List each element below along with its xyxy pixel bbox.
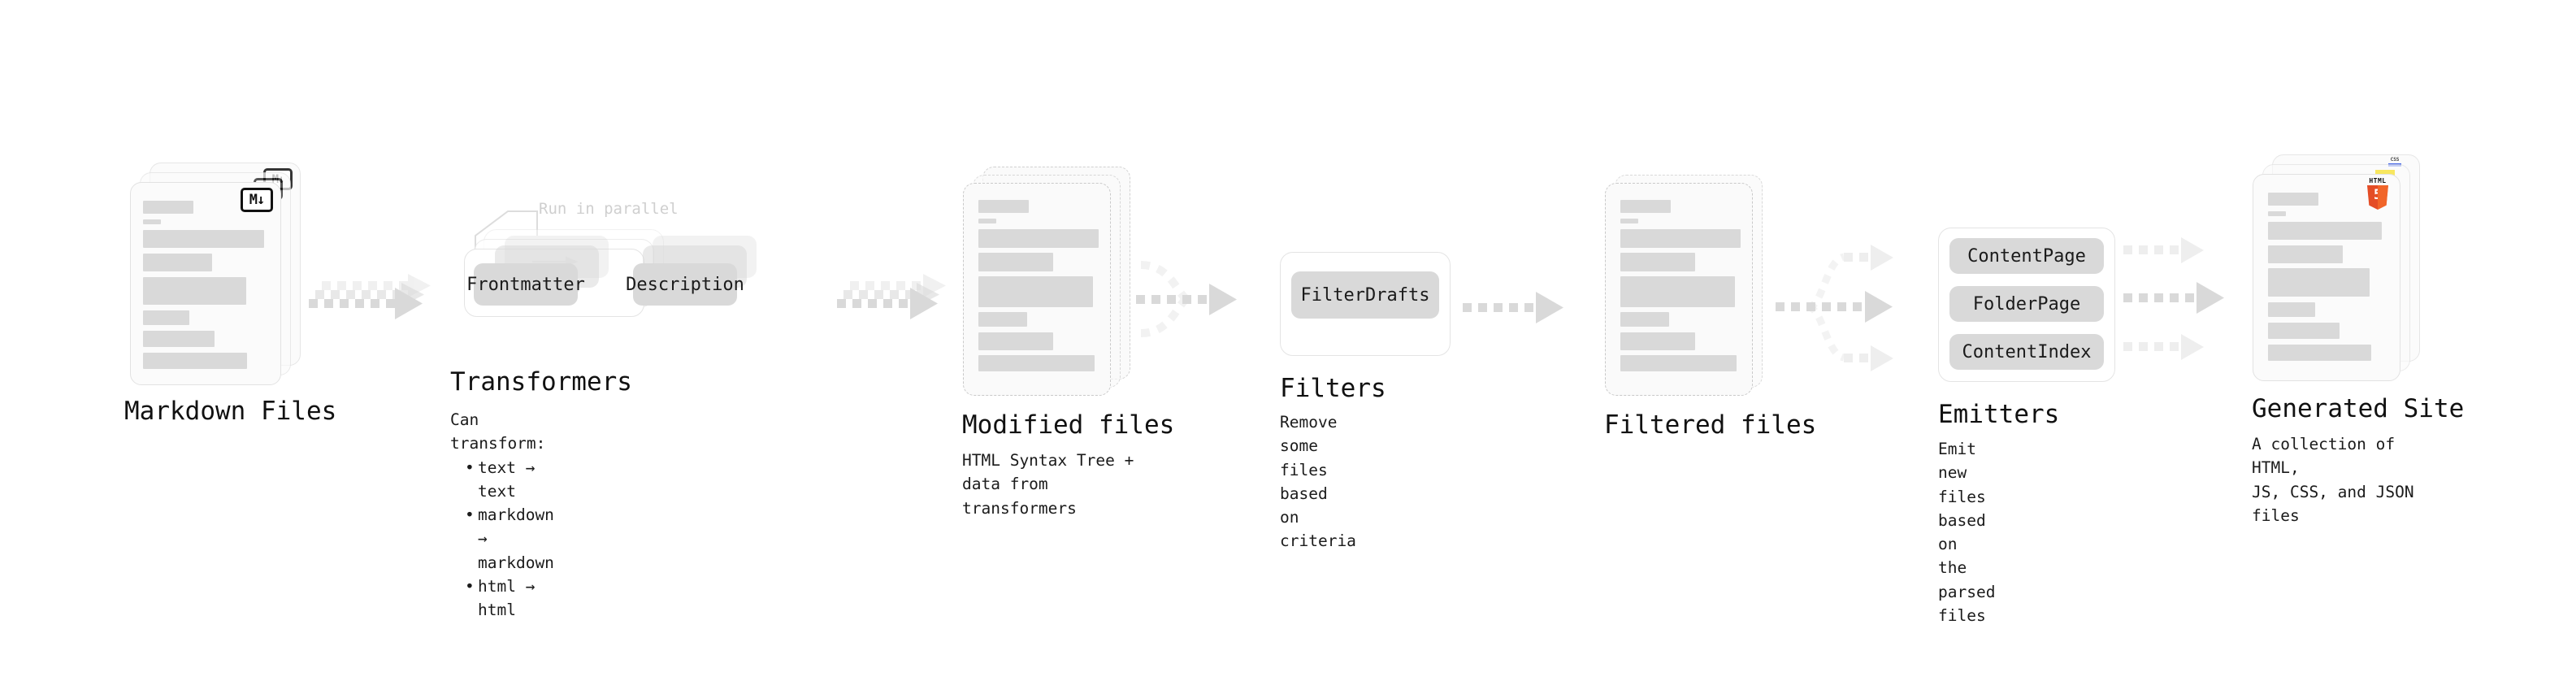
arrow-filters-to-filtered — [1463, 292, 1563, 323]
stage-subtitle-filters: Remove some files based on criteria — [1280, 413, 1356, 551]
stage-title-transformers: Transformers — [450, 367, 632, 397]
chip-filterdrafts[interactable]: FilterDrafts — [1291, 271, 1439, 319]
stage-subtitle-modified-files: HTML Syntax Tree + data from transformer… — [962, 451, 1134, 518]
stage-title-emitters: Emitters — [1938, 400, 2060, 429]
generated-card-content — [2253, 175, 2400, 380]
chip-description[interactable]: Description — [626, 263, 744, 306]
stage-markdown-files: M↓ M↓ M↓ Markdown Files — [124, 163, 336, 426]
stage-modified-files: Modified files HTML Syntax Tree + data f… — [962, 167, 1174, 518]
filtered-card-front[interactable] — [1605, 183, 1753, 396]
modified-file-stack — [963, 167, 1138, 402]
list-item: html → html — [465, 575, 554, 622]
list-item: markdown → markdown — [465, 503, 554, 575]
transformers-list-lead: Can transform: — [450, 410, 546, 453]
markdown-card-content — [131, 183, 280, 384]
stage-title-generated-site: Generated Site — [2252, 394, 2465, 423]
html5-badge-icon: HTML 5 — [2367, 178, 2388, 210]
generated-card-front-html[interactable]: HTML 5 — [2253, 174, 2400, 381]
css-badge-label: CSS — [2390, 157, 2400, 163]
arrow-filtered-to-emitters — [1776, 245, 1893, 371]
markdown-badge-icon: M↓ — [241, 188, 273, 212]
generated-file-stack: CSS HTML — [2253, 154, 2427, 390]
stage-title-filtered-files: Filtered files — [1604, 410, 1817, 440]
stage-subtitle-generated-site: A collection of HTML, JS, CSS, and JSON … — [2252, 435, 2414, 525]
modified-card-front[interactable] — [963, 183, 1111, 396]
list-item: text → text — [465, 456, 554, 504]
arrow-transformers-to-modified — [837, 274, 946, 319]
filtered-card-content — [1606, 184, 1752, 395]
transformers-capability-list: Can transform: text → text markdown → ma… — [450, 408, 554, 622]
stage-subtitle-emitters: Emit new files based on the parsed files — [1938, 440, 1996, 625]
filtered-file-stack — [1605, 167, 1780, 402]
transformers-list: text → text markdown → markdown html → h… — [450, 456, 554, 622]
stage-filtered-files: Filtered files — [1604, 167, 1816, 440]
chip-frontmatter[interactable]: Frontmatter — [466, 263, 585, 306]
stage-generated-site: CSS HTML — [2252, 154, 2464, 525]
arrow-markdown-to-transformers — [309, 274, 431, 319]
stage-title-filters: Filters — [1280, 374, 1386, 403]
stage-title-modified-files: Modified files — [962, 410, 1175, 440]
arrow-modified-to-filters — [1136, 261, 1237, 337]
stage-title-markdown-files: Markdown Files — [124, 397, 337, 426]
markdown-file-stack: M↓ M↓ M↓ — [130, 163, 301, 385]
html5-badge-number: 5 — [2373, 187, 2383, 203]
modified-card-content — [964, 184, 1110, 395]
chip-contentindex[interactable]: ContentIndex — [1949, 334, 2104, 370]
chip-folderpage[interactable]: FolderPage — [1949, 286, 2104, 322]
markdown-card-front[interactable]: M↓ — [130, 182, 281, 385]
html5-badge-label: HTML — [2369, 177, 2387, 184]
chip-contentpage[interactable]: ContentPage — [1949, 238, 2104, 274]
run-in-parallel-label: Run in parallel — [539, 200, 679, 218]
